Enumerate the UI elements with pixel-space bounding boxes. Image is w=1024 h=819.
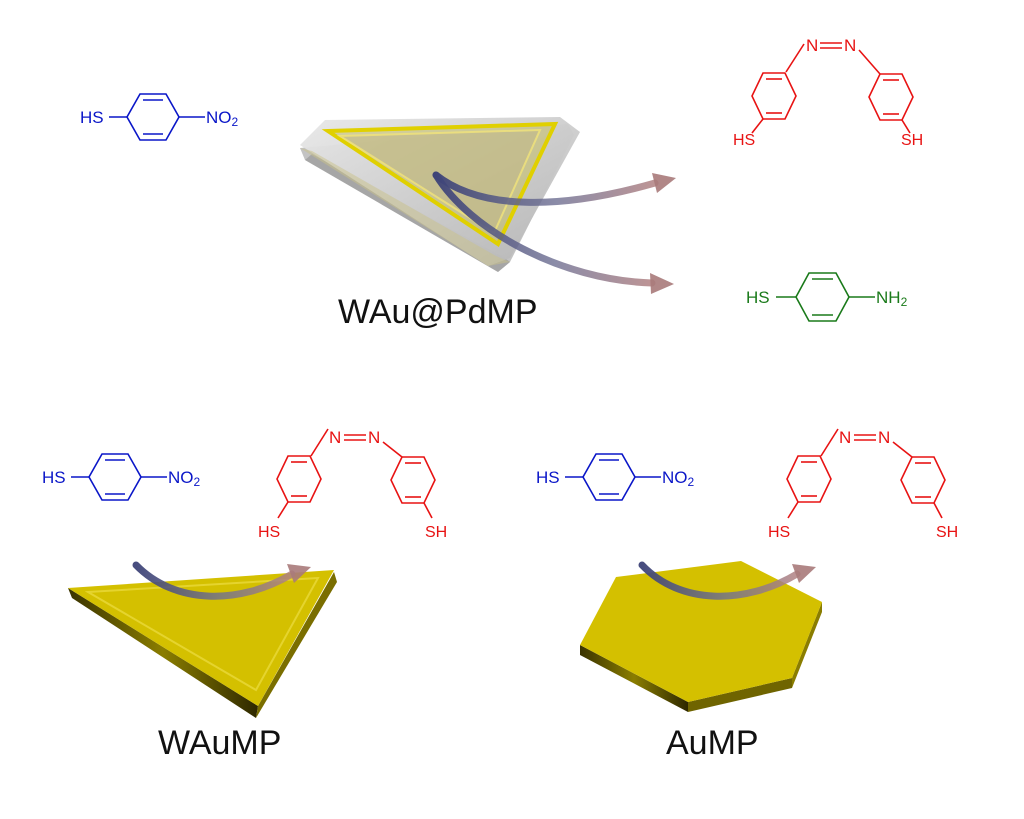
- reactant-molecule-top: HS NO2: [80, 93, 239, 141]
- svg-text:N: N: [844, 36, 856, 55]
- benzene-ring: [126, 93, 180, 141]
- azo-product-bottom-right: N N HS SH: [768, 428, 958, 541]
- svg-text:SH: SH: [936, 524, 958, 541]
- svg-text:N: N: [368, 428, 380, 447]
- curved-arrow-icon: [432, 171, 676, 206]
- svg-text:HS: HS: [733, 132, 755, 149]
- svg-text:NO2: NO2: [168, 468, 201, 489]
- reactant-sh-label: HS: [80, 108, 104, 127]
- catalyst-label-wau-pdmp: WAu@PdMP: [338, 293, 538, 331]
- svg-text:HS: HS: [258, 524, 280, 541]
- curved-arrow-icon: [638, 561, 816, 600]
- curved-arrow-icon: [432, 171, 674, 294]
- catalyst-label-aump: AuMP: [666, 724, 759, 762]
- triangular-core-shell-plate: [300, 117, 580, 272]
- svg-text:HS: HS: [746, 288, 770, 307]
- svg-text:N: N: [878, 428, 890, 447]
- reactant-molecule-bottom-right: HS NO2: [536, 453, 695, 501]
- svg-text:HS: HS: [42, 468, 66, 487]
- svg-text:HS: HS: [536, 468, 560, 487]
- svg-text:NH2: NH2: [876, 288, 908, 309]
- svg-text:HS: HS: [768, 524, 790, 541]
- curved-arrow-icon: [132, 561, 311, 600]
- svg-text:SH: SH: [425, 524, 447, 541]
- svg-text:N: N: [329, 428, 341, 447]
- svg-text:NO2: NO2: [662, 468, 695, 489]
- catalyst-label-waump: WAuMP: [158, 724, 281, 762]
- reactant-molecule-bottom-left: HS NO2: [42, 453, 201, 501]
- amine-product: HS NH2: [746, 272, 908, 322]
- azo-product-top: N N HS SH: [733, 36, 923, 149]
- reactant-no2-label: NO2: [206, 108, 239, 129]
- hexagonal-gold-plate: [580, 561, 822, 712]
- triangular-gold-plate: [68, 570, 337, 718]
- svg-text:N: N: [806, 36, 818, 55]
- azo-product-bottom-left: N N HS SH: [258, 428, 447, 541]
- svg-text:SH: SH: [901, 132, 923, 149]
- svg-text:N: N: [839, 428, 851, 447]
